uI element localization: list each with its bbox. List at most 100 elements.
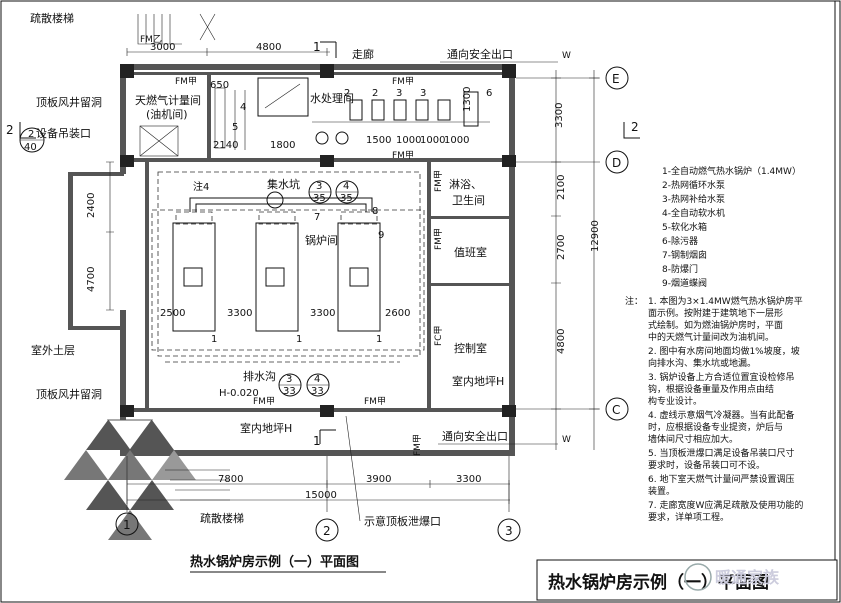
axis-bubble-e xyxy=(605,66,629,90)
note-line-12: 墙体间尺寸相应加大。 xyxy=(648,433,738,445)
axis-2: 2 xyxy=(323,524,331,538)
boiler-3 xyxy=(337,222,381,332)
legend-3: 3-热网补给水泵 xyxy=(662,193,725,205)
dim-left-4700: 4700 xyxy=(86,267,97,292)
softener-1 xyxy=(315,131,329,145)
dim-gas-650: 650 xyxy=(210,80,229,91)
dim-right-2100: 2100 xyxy=(556,175,567,200)
ref-2-bottom: 35 xyxy=(340,193,353,204)
label-stair-top: 疏散楼梯 xyxy=(30,11,74,25)
dim-bottom-3900: 3900 xyxy=(366,474,391,485)
chimney xyxy=(266,191,284,209)
note-line-10: 4. 虚线示意烟气冷凝器。当有此配备 xyxy=(648,409,794,421)
legend-4: 4-全自动软水机 xyxy=(662,207,725,219)
label-control: 控制室 xyxy=(454,341,487,355)
stair-bottom-lines xyxy=(165,469,230,501)
axis-d: D xyxy=(612,156,621,170)
boiler-2 xyxy=(255,222,299,332)
label-duty: 值班室 xyxy=(454,245,487,259)
tag-6: 6 xyxy=(486,88,492,99)
legend-2: 2-热网循环水泵 xyxy=(662,179,725,191)
dim-bottom-7800: 7800 xyxy=(218,474,243,485)
section-mark-2-right: 2 xyxy=(631,120,639,134)
note-line-6: 向排水沟、集水坑或地漏。 xyxy=(648,357,756,369)
label-boiler-room: 锅炉间 xyxy=(305,234,338,247)
room-labels: 疏散楼梯 走廊 通向安全出口 天燃气计量间 (油机间) 水处理间 锅炉间 淋浴、… xyxy=(30,11,558,528)
plan-caption: 热水锅炉房示例（一）平面图 xyxy=(190,554,359,570)
dim-gas-2140: 2140 xyxy=(213,140,238,151)
label-elevation: H-0.020 xyxy=(219,388,259,399)
legend-6: 6-除污器 xyxy=(662,235,698,247)
tag-5: 5 xyxy=(232,122,238,133)
label-indoor-ground-1: 室内地坪H xyxy=(452,374,504,388)
ref-1-bottom: 35 xyxy=(313,193,326,204)
dim-water-1500: 1500 xyxy=(366,135,391,146)
equipment-legend: 1-全自动燃气热水锅炉（1.4MW） 2-热网循环水泵 3-热网补给水泵 4-全… xyxy=(662,165,801,289)
notes-label: 注： xyxy=(625,295,643,307)
label-corridor-top: 走廊 xyxy=(352,47,374,61)
watermark-logo-icon xyxy=(684,563,712,591)
dim-top-4800: 4800 xyxy=(256,42,281,53)
tag-1c: 1 xyxy=(376,334,382,345)
label-water-room: 水处理间 xyxy=(310,92,354,105)
section-mark-1-bottom: 1 xyxy=(313,434,321,448)
note-line-8: 钩，根据设备重量及作用点由结 xyxy=(648,383,774,395)
dim-bottom-3300: 3300 xyxy=(456,474,481,485)
stair-top xyxy=(137,13,216,45)
tag-9: 9 xyxy=(378,230,384,241)
door-fmz: FM乙 xyxy=(140,34,162,45)
corridor-width-top: W xyxy=(562,51,571,61)
note-line-18: 要求，详单项工程。 xyxy=(648,511,729,523)
label-note4: 注4 xyxy=(193,180,209,193)
note-line-13: 5. 当顶板泄爆口满足设备吊装口尺寸 xyxy=(648,447,794,459)
door-tags: FM乙 FM甲 FM甲 FM甲 FM甲 FM甲 FM甲 FM甲 FC甲 FM甲 … xyxy=(140,34,571,456)
watermark: 暖通家族 xyxy=(684,563,780,591)
label-drain: 排水沟 xyxy=(243,369,276,383)
tag-2b: 2 xyxy=(372,88,378,99)
boiler-1 xyxy=(172,222,216,332)
dim-right-3300: 3300 xyxy=(554,103,565,128)
label-gas-room: 天燃气计量间 xyxy=(135,93,201,107)
axis-c: C xyxy=(612,403,620,417)
dim-bottom-total: 15000 xyxy=(305,490,337,501)
tag-2a: 2 xyxy=(344,88,350,99)
watermark-text: 暖通家族 xyxy=(715,568,780,587)
note-line-15: 6. 地下室天燃气计量间严禁设置调压 xyxy=(648,473,794,485)
strainer xyxy=(463,91,479,127)
tag-3b: 3 xyxy=(420,88,426,99)
label-bath-2: 卫生间 xyxy=(452,193,485,207)
label-sump: 集水坑 xyxy=(267,177,300,191)
dim-right-total: 12900 xyxy=(590,220,601,252)
ref-3-bottom: 33 xyxy=(283,386,296,397)
label-bath: 淋浴、 xyxy=(449,178,482,191)
door-fm-8: FM甲 xyxy=(412,434,423,456)
label-vent-top: 顶板风井留洞 xyxy=(36,95,102,109)
note-line-17: 7. 走廊宽度W应满足疏散及使用功能的 xyxy=(648,499,803,511)
grid-axes: E D C 1 2 3 3300 2100 2700 4800 12900 30… xyxy=(86,42,629,542)
note-line-9: 构专业设计。 xyxy=(648,395,702,407)
equipment-tags: 4 5 2 2 3 3 6 1 1 1 7 8 9 xyxy=(211,88,492,345)
door-fc: FC甲 xyxy=(433,326,444,346)
title-block-text: 热水锅炉房示例（一）平面图 xyxy=(548,572,769,593)
ref-4-bottom: 33 xyxy=(311,386,324,397)
label-outdoor: 室外土层 xyxy=(31,343,75,357)
dim-water-1000a: 1000 xyxy=(396,135,421,146)
dim-gas-1800: 1800 xyxy=(270,140,295,151)
softened-water-tank xyxy=(257,77,309,117)
label-stair-bottom: 疏散楼梯 xyxy=(200,511,244,525)
tag-4: 4 xyxy=(240,102,246,113)
ref-1-top: 3 xyxy=(316,181,322,192)
ref-5-top: 2 xyxy=(28,129,34,140)
note-line-16: 装置。 xyxy=(648,485,675,497)
dim-boiler-2600: 2600 xyxy=(385,308,410,319)
label-indoor-ground-2: 室内地坪H xyxy=(240,421,292,435)
note-line-7: 3. 锅炉设备上方合适位置宜设检修吊 xyxy=(648,371,794,383)
axis-e: E xyxy=(612,72,620,86)
legend-5: 5-软化水箱 xyxy=(662,221,707,233)
dim-water-1000b: 1000 xyxy=(420,135,445,146)
note-line-5: 2. 图中有水房间地面均做1%坡度，坡 xyxy=(648,345,800,357)
axis-bubble-d xyxy=(605,150,629,174)
corridor-width-bottom: W xyxy=(562,435,571,445)
